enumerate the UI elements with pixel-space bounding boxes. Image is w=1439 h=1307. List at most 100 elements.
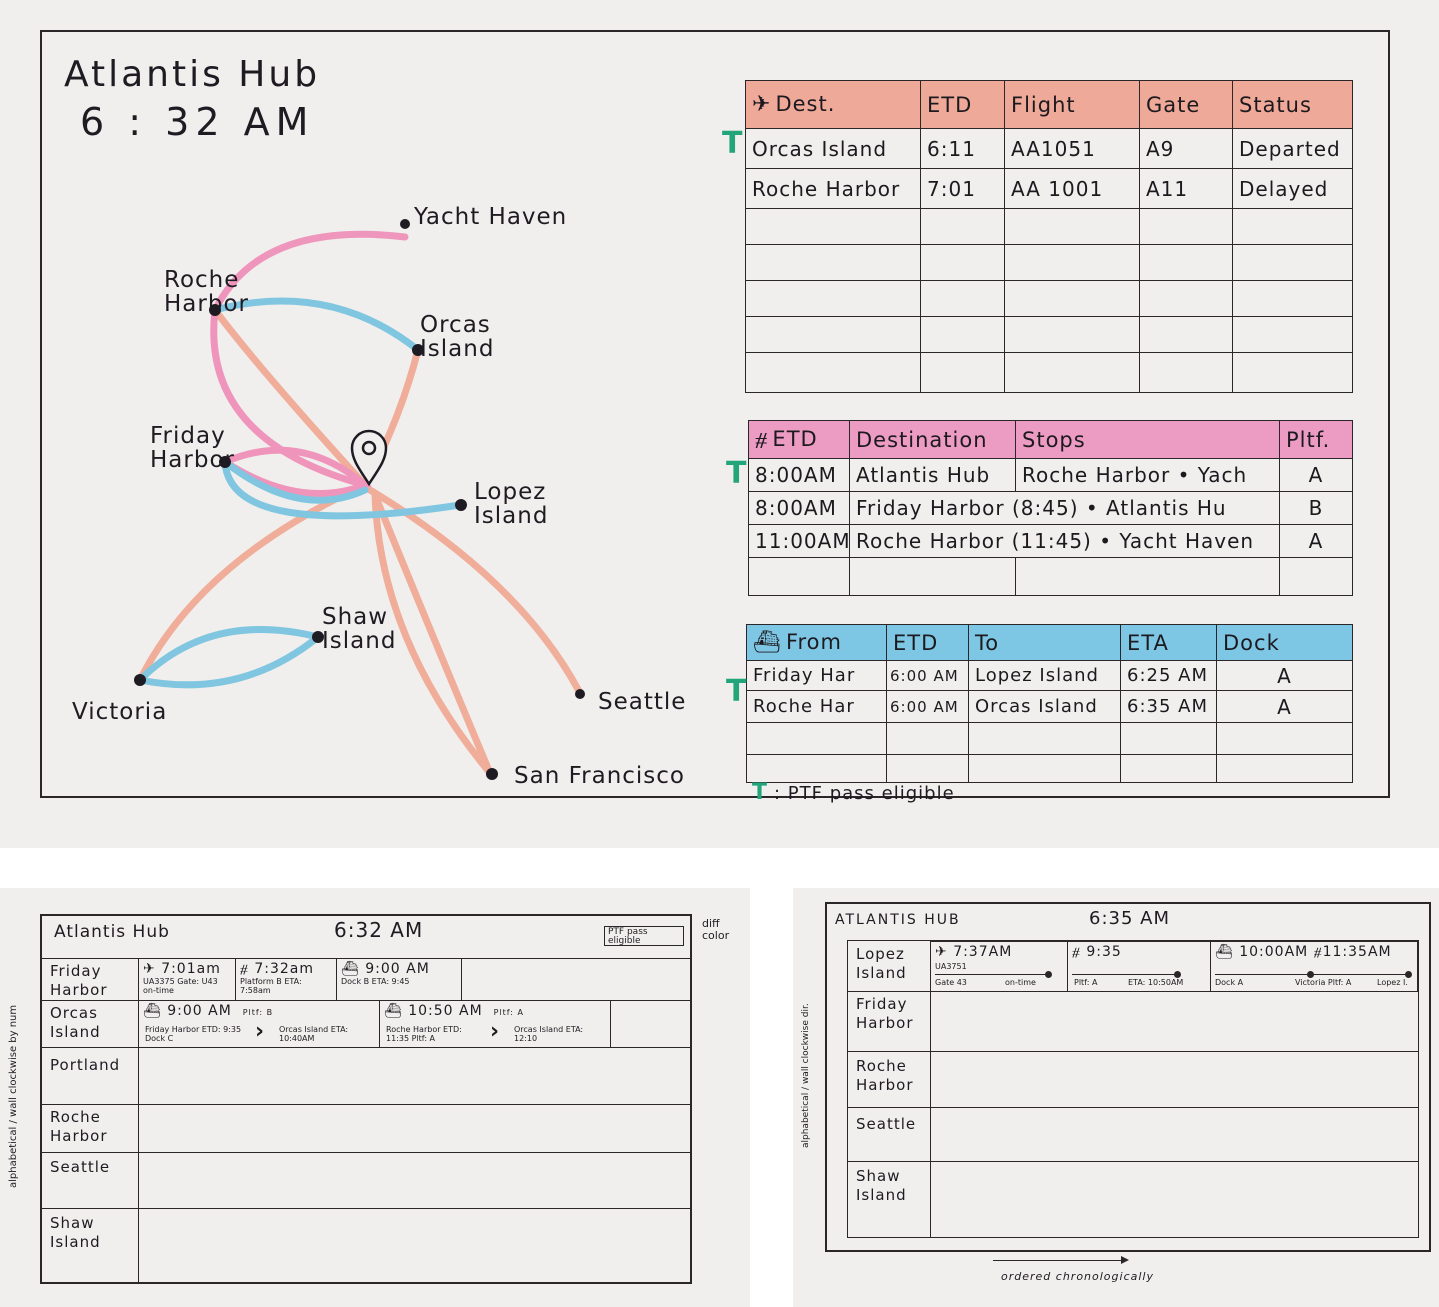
chevron-right-icon: › [490,1019,500,1044]
destination-roche-harbor[interactable]: Roche Harbor [856,1057,914,1094]
departure-card-connection[interactable]: ⛴ 10:00AM ⧣11:35AM Dock A Victoria Pltf:… [1210,941,1418,992]
train-destination-stops: Roche Harbor (11:45) • Yacht Haven [849,524,1280,558]
route-flight-roche [211,306,369,489]
train-destination-stops: Friday Harbor (8:45) • Atlantis Hu [849,491,1280,525]
hub-title: Atlantis Hub [64,54,321,95]
destination-lopez-island[interactable]: Lopez Island [856,945,907,982]
pass-eligible-icon: T [726,674,747,709]
table-row[interactable]: Roche Harbor 7:01 AA 1001 A11 Delayed [745,168,1353,209]
table-row-empty [748,557,1353,596]
ferry-icon: ⛴ [753,630,782,655]
train-icon: ⧣ [1072,944,1081,960]
table-row-empty [745,244,1353,281]
flight-number: AA 1001 [1004,168,1140,209]
hub-clock: 6:35 AM [1089,908,1170,929]
trains-header-platform: Pltf. [1279,420,1353,459]
destination-seattle[interactable]: Seattle [50,1158,111,1176]
flight-gate: A11 [1139,168,1233,209]
train-platform: B [1279,491,1353,525]
train-icon: ⧣ [1313,944,1323,960]
flight-etd: 7:01 [920,168,1005,209]
map-label-yacht-haven[interactable]: Yacht Haven [414,204,568,230]
pass-eligible-icon: T [752,780,769,805]
hub-title: ATLANTIS HUB [835,912,961,928]
flight-gate: A9 [1139,128,1233,169]
place-dot-shaw [312,631,324,643]
route-map [134,219,585,780]
ferry-dock: A [1216,660,1353,691]
destination-shaw-island[interactable]: Shaw Island [50,1214,101,1251]
map-label-shaw-island[interactable]: Shaw Island [322,604,397,654]
ferries-header-to: To [968,624,1121,661]
hub-title: Atlantis Hub [54,922,170,942]
route-ferry-roche-orcas [211,297,422,354]
train-etd: 8:00AM [748,458,850,492]
table-row[interactable]: 11:00AM Roche Harbor (11:45) • Yacht Hav… [748,524,1353,558]
departure-card[interactable]: ⧣ 7:32am Platform B ETA: 7:58am [235,958,337,1001]
route-flight-sf-b [371,491,494,777]
map-label-victoria[interactable]: Victoria [72,699,168,725]
destination-roche-harbor[interactable]: Roche Harbor [50,1108,108,1145]
departure-card[interactable]: ⛴ 9:00 AM Dock B ETA: 9:45 [336,958,462,1001]
table-row[interactable]: Roche Har 6:00 AM Orcas Island 6:35 AM A [746,690,1353,723]
table-row[interactable]: Friday Har 6:00 AM Lopez Island 6:25 AM … [746,660,1353,691]
destination-orcas-island[interactable]: Orcas Island [50,1004,101,1041]
chevron-right-icon: › [255,1019,265,1044]
display-frame: ATLANTIS HUB 6:35 AM Lopez Island Friday… [825,902,1431,1252]
display-frame [40,30,1390,798]
ferries-header-from: ⛴From [746,624,887,661]
table-row[interactable]: 8:00AM Friday Harbor (8:45) • Atlantis H… [748,491,1353,525]
destination-portland[interactable]: Portland [50,1056,121,1074]
timeline-grid: Lopez Island Friday Harbor Roche Harbor … [847,940,1419,1238]
train-icon: ⧣ [240,961,249,977]
ferries-header-eta: ETA [1120,624,1217,661]
route-ferry-friday-hub [221,458,369,504]
hub-clock: 6:32 AM [334,918,424,942]
map-label-lopez-island[interactable]: Lopez Island [474,479,549,529]
ferry-dock: A [1216,690,1353,723]
route-flight-sf-a [371,491,494,777]
ferry-eta: 6:25 AM [1120,660,1217,691]
flight-etd: 6:11 [920,128,1005,169]
ferry-icon: ⛴ [1215,944,1234,960]
destination-friday-harbor[interactable]: Friday Harbor [50,962,108,999]
departure-card[interactable]: ⧣ 9:35 Pltf: A ETA: 10:50AM [1067,941,1211,992]
map-label-roche-harbor[interactable]: Roche Harbor [164,267,249,317]
departure-card[interactable]: ✈ 7:01am UA3375 Gate: U43 on-time [138,958,236,1001]
train-platform: A [1279,524,1353,558]
arrival-dot [1174,971,1181,978]
map-label-friday-harbor[interactable]: Friday Harbor [150,423,235,473]
route-train-roche [210,306,369,489]
sketch-sheet-main: Atlantis Hub 6 : 32 AM [0,0,1439,848]
pass-eligible-icon: T [726,456,747,491]
ferry-icon: ⛴ [384,1003,403,1019]
table-row[interactable]: 8:00AM Atlantis Hub Roche Harbor • Yach … [748,458,1353,492]
destination-friday-harbor[interactable]: Friday Harbor [856,995,914,1032]
annotation-alphabetical: alphabetical / wall clockwise dir. [801,1003,811,1148]
ferry-icon: ⛴ [143,1003,162,1019]
arrival-dot [1405,971,1412,978]
destination-seattle[interactable]: Seattle [856,1115,917,1133]
ferry-to: Lopez Island [968,660,1121,691]
table-row[interactable]: Orcas Island 6:11 AA1051 A9 Departed [745,128,1353,169]
place-dot-roche [209,304,221,316]
train-platform: A [1279,458,1353,492]
departure-card-connection[interactable]: ⛴ 9:00 AM Pltf: B Friday Harbor ETD: 9:3… [138,1000,380,1048]
pass-legend: T: PTF pass eligible [752,780,955,805]
map-label-seattle[interactable]: Seattle [598,689,687,715]
flight-number: AA1051 [1004,128,1140,169]
place-dot-yacht [400,219,410,229]
airplane-icon: ✈ [752,92,772,117]
table-row-empty [746,722,1353,755]
ferry-icon: ⛴ [341,961,360,977]
pass-eligible-note: PTF pass eligible [604,926,684,946]
departure-card[interactable]: ✈ 7:37AM UA3751 Gate 43 on-time [930,941,1068,992]
arrow-right-icon [993,1256,1129,1264]
train-etd: 8:00AM [748,491,850,525]
place-dot-sf [486,768,498,780]
destination-shaw-island[interactable]: Shaw Island [856,1167,907,1204]
departure-card-connection[interactable]: ⛴ 10:50 AM Pltf: A Roche Harbor ETD: 11:… [379,1000,611,1048]
map-label-san-francisco[interactable]: San Francisco [514,763,686,789]
sketch-sheet-grid: Atlantis Hub 6:32 AM PTF pass eligible F… [0,888,750,1307]
map-label-orcas-island[interactable]: Orcas Island [420,312,495,362]
